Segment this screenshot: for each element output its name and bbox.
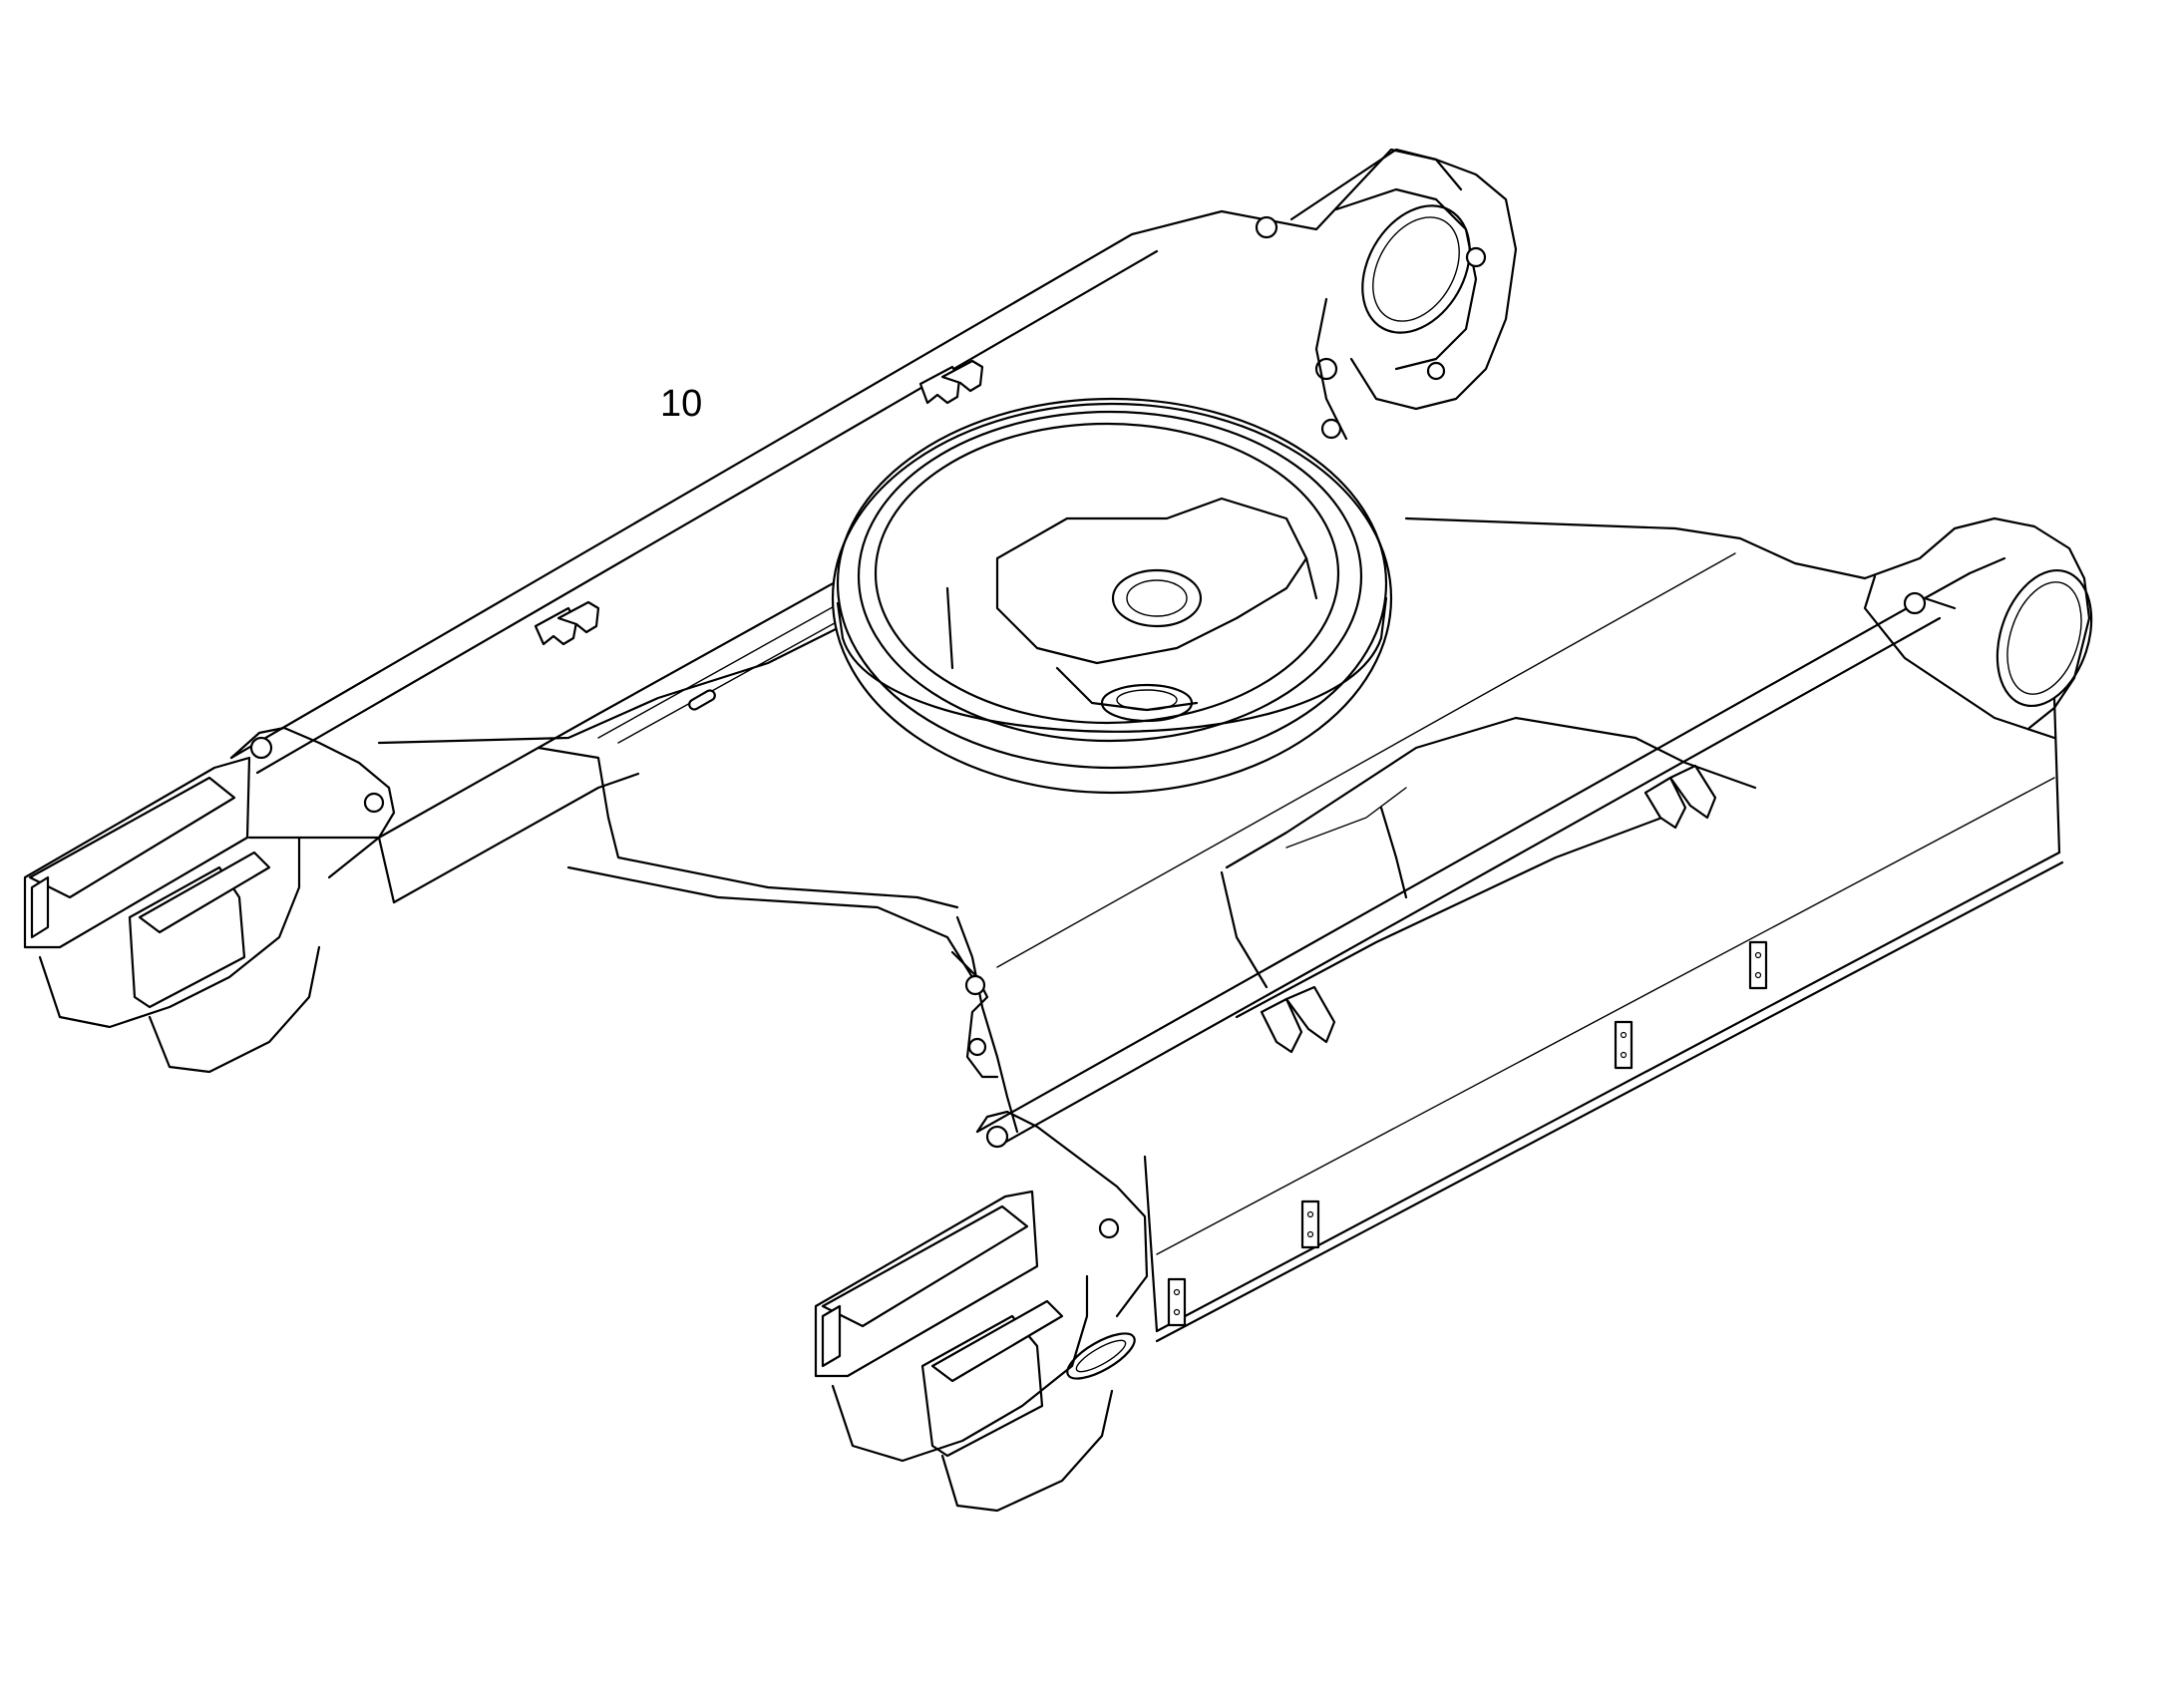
front-track-guide-end	[814, 1110, 1149, 1513]
slewing-ring-mount	[831, 397, 1393, 795]
rear-track-guide-end	[23, 726, 396, 1074]
center-frame	[377, 516, 1867, 1134]
rear-drive-housing	[1255, 148, 1518, 441]
lift-brackets	[534, 359, 1717, 1054]
front-drive-housing	[1863, 516, 2093, 740]
callout-label-10: 10	[660, 383, 703, 425]
